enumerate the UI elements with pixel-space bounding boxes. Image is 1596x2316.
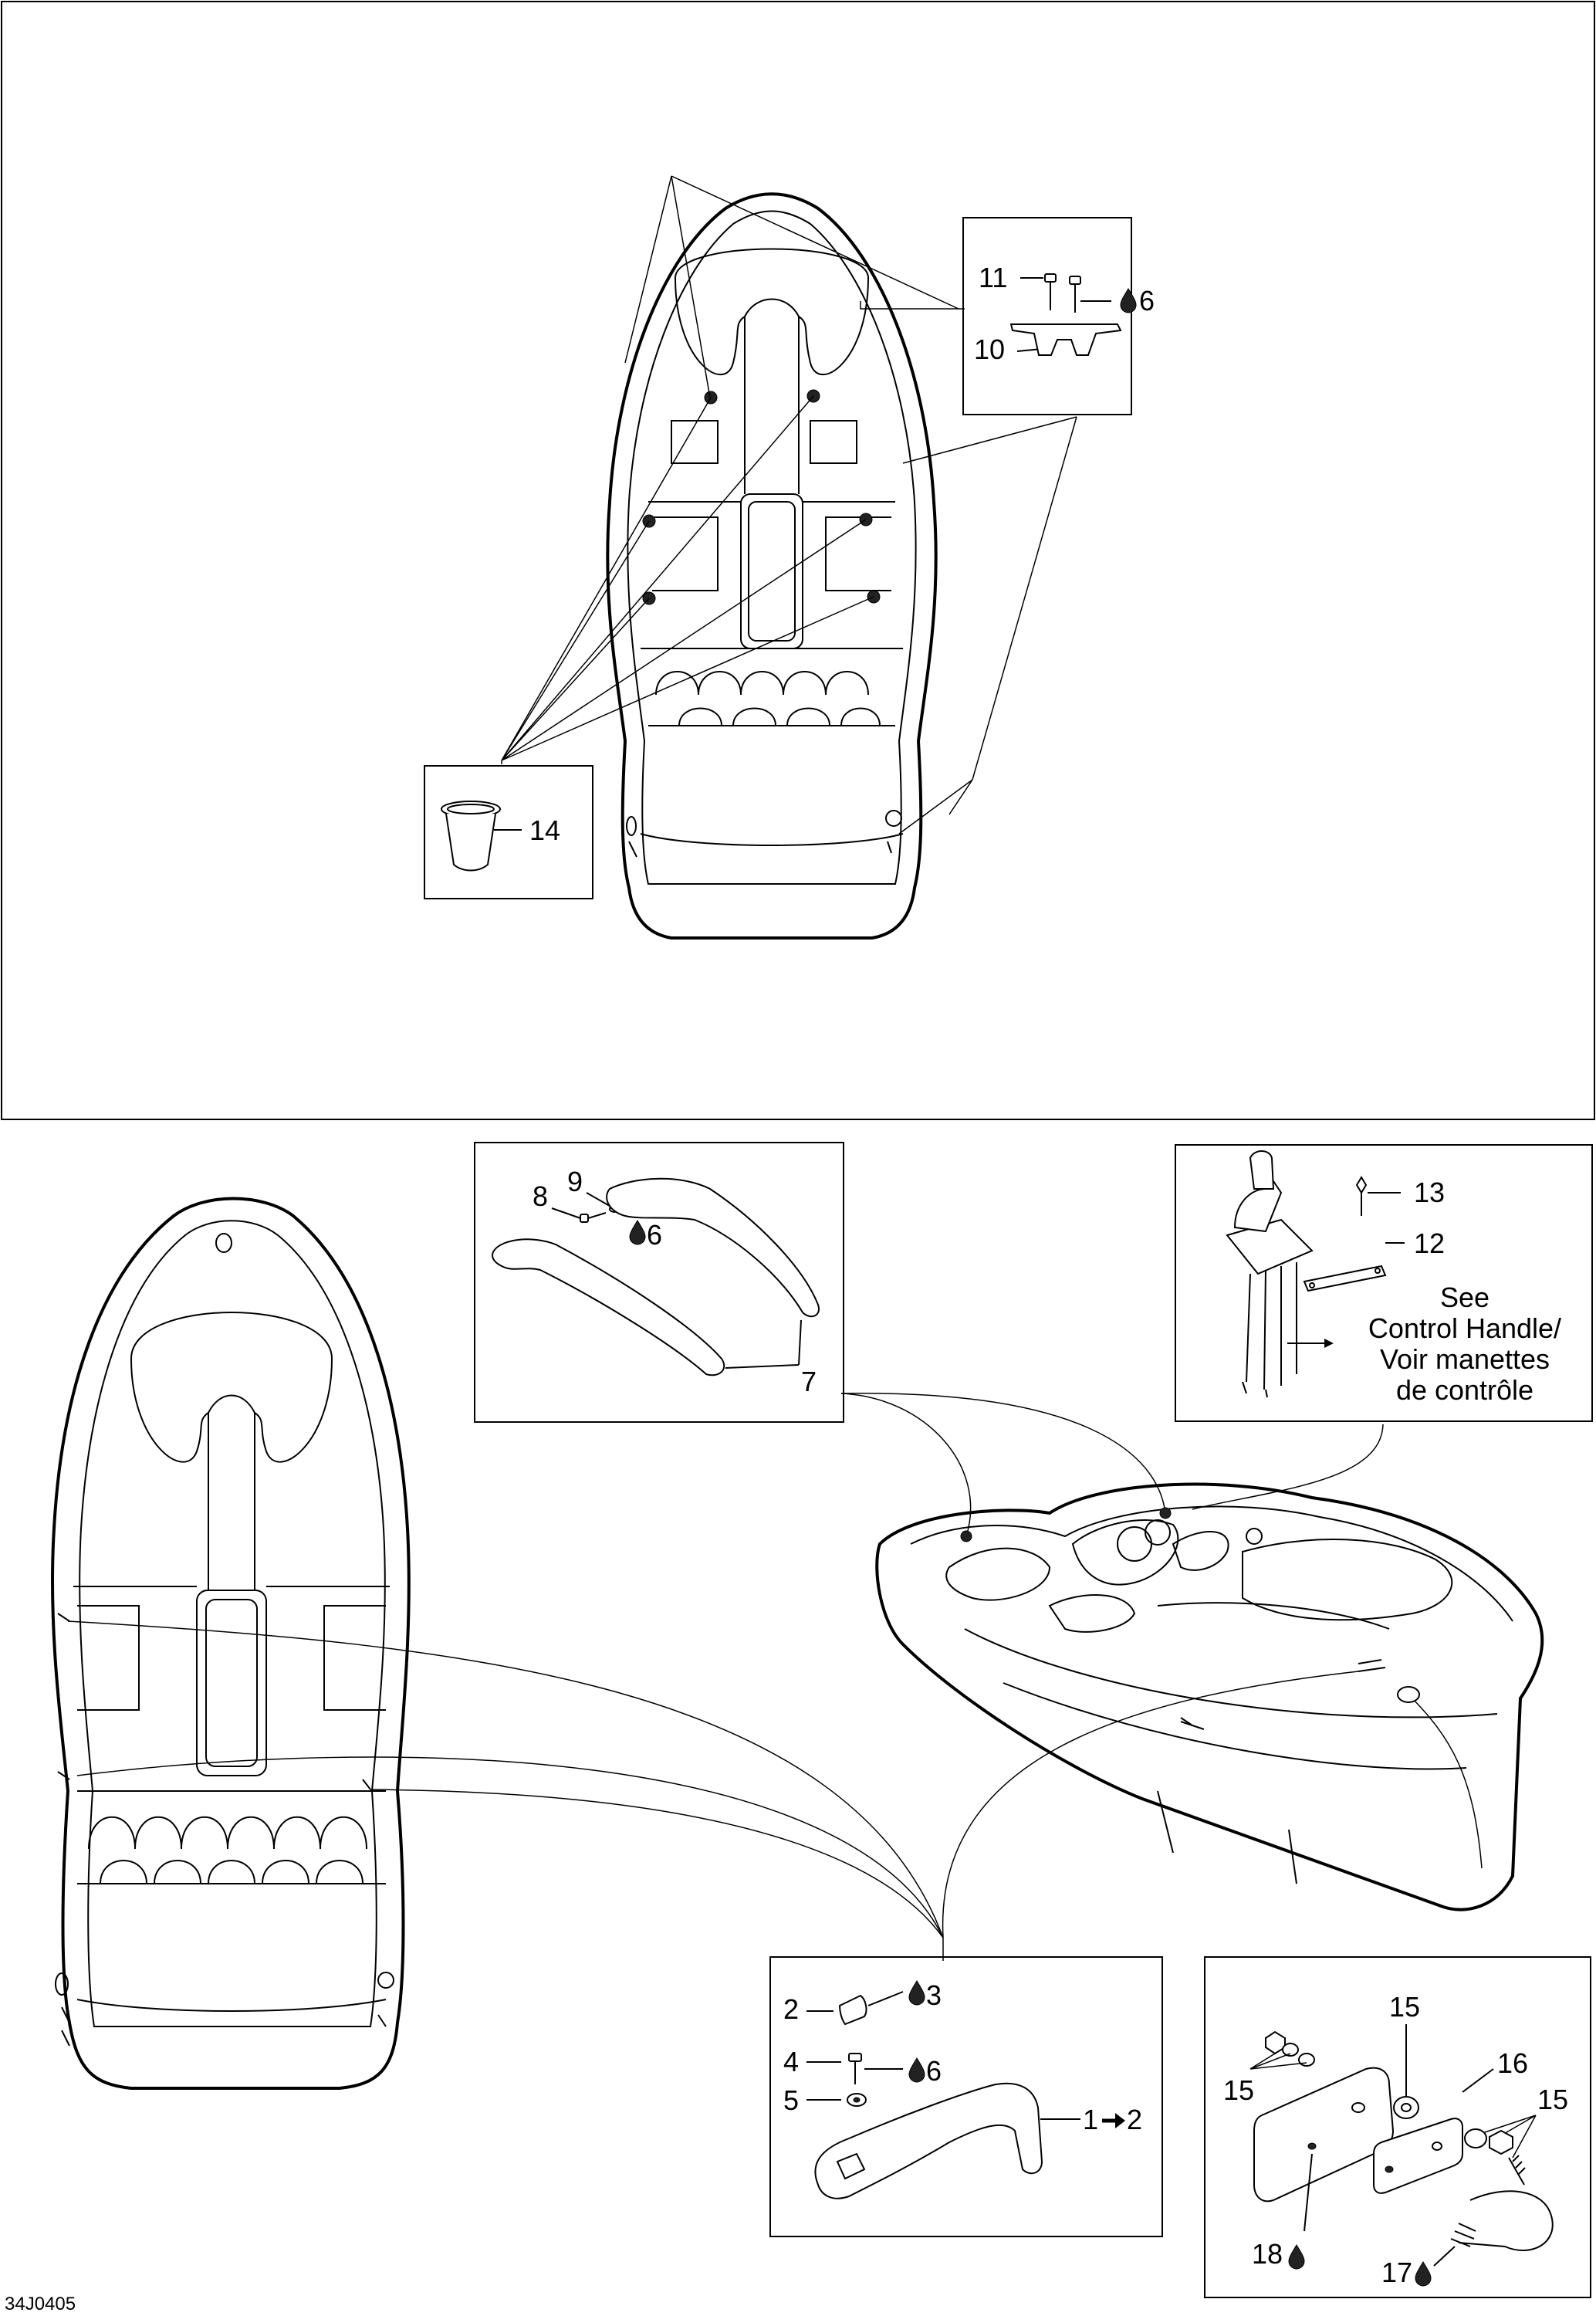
callout-4: 4 (783, 2046, 799, 2077)
cleat-part (1009, 323, 1122, 356)
callout-10: 10 (974, 334, 1005, 365)
callout-6: 6 (1139, 285, 1155, 317)
note-line-2: Control Handle/ (1368, 1312, 1561, 1344)
callout-1-target: 2 (1127, 2104, 1142, 2135)
screw-icon (1044, 273, 1081, 313)
grab-handle-box: 9 8 6 7 (474, 1142, 844, 1423)
callout-6: 6 (926, 2055, 942, 2087)
drop-icon (908, 1980, 925, 2006)
callout-8: 8 (533, 1180, 548, 1212)
cleat-parts-box: 11 6 10 (962, 217, 1155, 415)
side-handle-part (814, 2082, 1043, 2199)
callout-12: 12 (1414, 1227, 1445, 1259)
drop-icon (629, 1220, 646, 1245)
cover-part (838, 1994, 867, 2026)
grab-handle-left (492, 1238, 725, 1376)
drop-icon (908, 2057, 925, 2083)
drop-icon (1120, 288, 1137, 313)
cup-holder-part (441, 801, 501, 872)
callout-6: 6 (647, 1219, 662, 1251)
note-line-1: See (1440, 1282, 1489, 1313)
top-view-frame (1, 1, 1595, 1120)
tow-eye-box: 15 15 16 15 18 17 (1204, 1956, 1591, 2298)
callout-17: 17 (1381, 2257, 1412, 2288)
callout-3: 3 (926, 1979, 942, 2011)
note-line-4: de contrôle (1396, 1374, 1533, 1406)
washer-icon (847, 2093, 867, 2107)
diagram-code: 34J0405 (5, 2294, 76, 2314)
boat-isometric (875, 1482, 1544, 1911)
callout-9: 9 (567, 1166, 583, 1197)
backing-plate-part (1253, 2067, 1395, 2203)
control-handle-box: 13 12 See Control Handle/ Voir manettes … (1175, 1144, 1593, 1422)
callout-7: 7 (801, 1366, 817, 1397)
callout-16: 16 (1497, 2047, 1528, 2079)
drop-icon (1288, 2244, 1305, 2270)
drop-icon (1415, 2261, 1432, 2287)
callout-2: 2 (783, 1993, 799, 2025)
note-line-3: Voir manettes (1380, 1343, 1550, 1375)
reinforcement-plate-part (1373, 2118, 1463, 2194)
deck-top-view-lower (51, 1197, 411, 2090)
callout-5: 5 (783, 2084, 799, 2116)
callout-15a: 15 (1223, 2074, 1254, 2106)
bracket-part (1303, 1265, 1387, 1292)
callout-18: 18 (1252, 2238, 1283, 2270)
callout-14: 14 (529, 814, 560, 846)
arrow-right-icon (1324, 1339, 1334, 1348)
callout-11: 11 (979, 262, 1007, 293)
top-leader-lines (501, 175, 1077, 835)
grab-handle-right (606, 1177, 820, 1318)
pin-part (1355, 1176, 1368, 1216)
arrow-right-icon (1102, 2113, 1125, 2128)
callout-1: 1 (1083, 2104, 1098, 2135)
callout-15b: 15 (1389, 1991, 1420, 2023)
u-bolt-part (1450, 2155, 1554, 2251)
callout-15c: 15 (1537, 2084, 1568, 2115)
deck-top-view (606, 192, 938, 940)
side-handle-box: 2 3 4 6 5 1 2 (769, 1956, 1163, 2237)
screw-icon (848, 2053, 862, 2084)
cup-holder-box: 14 (424, 765, 593, 899)
callout-13: 13 (1414, 1177, 1445, 1208)
bottom-leader-lines (67, 1393, 1483, 1961)
throttle-control-part (1226, 1150, 1314, 1398)
